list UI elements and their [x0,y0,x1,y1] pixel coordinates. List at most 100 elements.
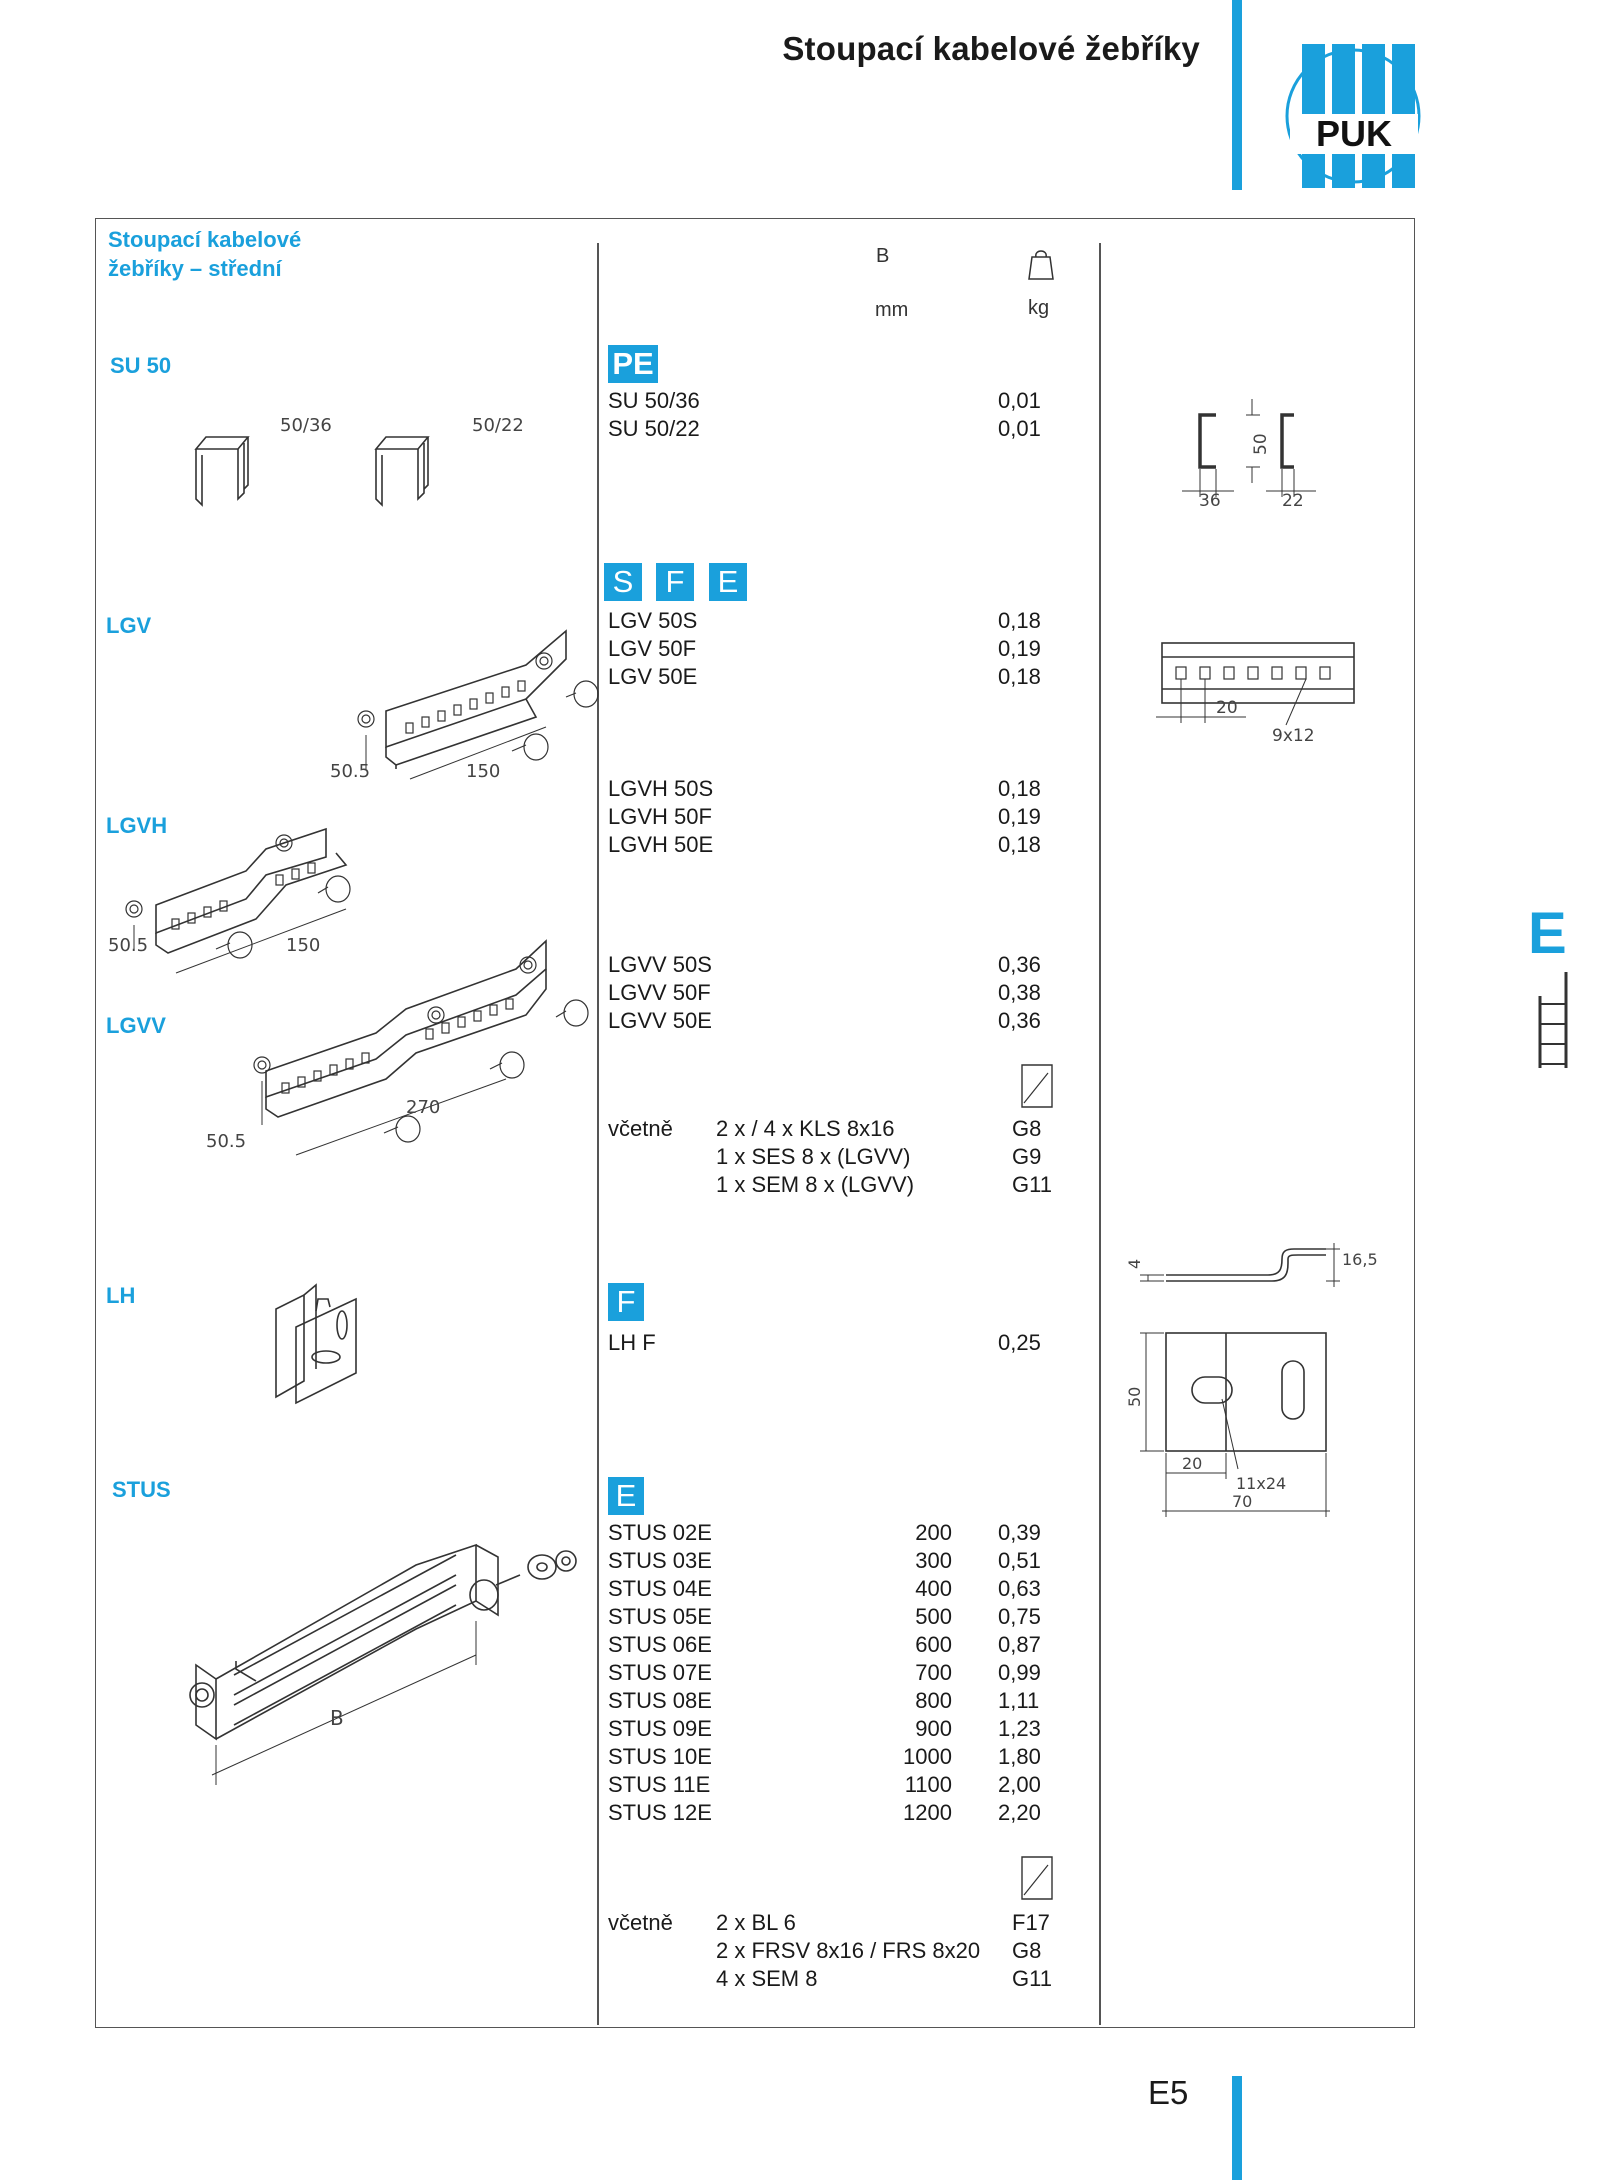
drawing-label: 50/36 [280,415,332,436]
badge-pe: PE [608,345,658,383]
table-row: STUS 12E [608,1800,712,1825]
column-header-kg: kg [1028,297,1050,319]
table-row: LGVH 50F [608,804,712,829]
drawing-label: 270 [406,1097,440,1118]
table-cell-kg: 0,25 [998,1330,1041,1355]
stus-drawing: B [189,1543,577,1785]
drawing-label: 50.5 [206,1131,246,1152]
table-cell-b: 800 [915,1688,952,1713]
lh-drawing [275,1283,357,1405]
table-row: LGVV 50F [608,980,711,1005]
table-cell-kg: 1,80 [998,1744,1041,1769]
table-cell-b: 200 [915,1520,952,1545]
puk-logo: PUK [1285,44,1421,188]
table-cell-kg: 1,23 [998,1716,1041,1741]
including-label: včetně [608,1910,673,1935]
section-title-line2: žebříky – střední [108,256,282,281]
table-row: STUS 06E [608,1632,712,1657]
product-label-lgvv: LGVV [106,1013,166,1038]
table-cell-kg: 0,39 [998,1520,1041,1545]
dimension-label: 20 [1216,698,1238,718]
weight-icon [1028,250,1054,280]
table-cell-kg: 0,51 [998,1548,1041,1573]
table-cell-b: 600 [915,1632,952,1657]
lh-dimension-drawing: 4 16,5 50 20 11x24 70 [1125,1243,1378,1517]
table-cell-kg: 0,38 [998,980,1041,1005]
including-ref: G9 [1012,1144,1042,1169]
including-ref: G11 [1012,1172,1052,1197]
table-row: STUS 10E [608,1744,712,1769]
table-cell-kg: 0,36 [998,1008,1041,1033]
table-row: STUS 02E [608,1520,712,1545]
badge-f-lh: F [608,1283,644,1321]
table-row: STUS 07E [608,1660,712,1685]
table-row: LGVH 50S [608,776,714,801]
including-item: 2 x FRSV 8x16 / FRS 8x20 [716,1938,981,1963]
lgv-drawing: 50.5 150 [330,629,599,782]
table-cell-kg: 1,11 [998,1688,1040,1713]
badge-s: S [604,563,642,601]
header-accent-bar [1232,0,1242,190]
table-cell-b: 900 [915,1716,952,1741]
table-cell-kg: 0,01 [998,388,1041,413]
product-label-su50: SU 50 [110,353,172,378]
table-row: STUS 04E [608,1576,712,1601]
including-item: 1 x SES 8 x (LGVV) [716,1144,911,1169]
badge-e: E [709,563,747,601]
table-cell-kg: 0,19 [998,804,1041,829]
lgv-dimension-drawing: 20 9x12 [1156,642,1355,746]
product-label-stus: STUS [112,1477,171,1502]
table-row: LGV 50S [608,608,698,633]
product-label-lgvh: LGVH [106,813,168,838]
table-cell-kg: 2,20 [998,1800,1041,1825]
dimension-label: 11x24 [1236,1474,1286,1493]
table-cell-b: 1000 [903,1744,952,1769]
badge-e-stus: E [608,1477,644,1515]
footer-accent-bar [1232,2076,1242,2180]
table-row: LGV 50F [608,636,697,661]
drawing-label: 50/22 [472,415,524,436]
dimension-label: 50 [1125,1387,1144,1407]
including-ref: G11 [1012,1966,1052,1991]
including-ref: G8 [1012,1116,1042,1141]
table-row: SU 50/22 [608,416,700,441]
table-cell-kg: 2,00 [998,1772,1041,1797]
table-cell-kg: 0,18 [998,608,1041,633]
table-cell-b: 500 [915,1604,952,1629]
page-number: E5 [1148,2074,1189,2111]
table-cell-b: 400 [915,1576,952,1601]
logo-text: PUK [1316,113,1392,154]
dimension-label: 20 [1182,1454,1202,1473]
table-row: STUS 08E [608,1688,712,1713]
dimension-label: 22 [1282,491,1304,511]
table-row: LGV 50E [608,664,698,689]
column-divider-right [1099,243,1101,2025]
including-item: 2 x BL 6 [716,1910,796,1935]
catalog-table: Stoupací kabelové žebříky – střední B mm… [95,218,1415,2028]
dimension-label: 70 [1232,1492,1252,1511]
lgvv-drawing: 50.5 270 [206,939,589,1156]
product-label-lh: LH [106,1283,136,1308]
table-cell-kg: 0,18 [998,664,1041,689]
table-cell-b: 300 [915,1548,952,1573]
including-item: 2 x / 4 x KLS 8x16 [716,1116,895,1141]
badge-f: F [656,563,694,601]
table-row: SU 50/36 [608,388,700,413]
page-title: Stoupací kabelové žebříky [782,30,1200,67]
including-label: včetně [608,1116,673,1141]
document-ref-icon [1021,1064,1053,1108]
ladder-icon [1538,972,1568,1068]
dimension-label: 4 [1125,1259,1144,1269]
dimension-label: 50 [1251,433,1271,455]
including-ref: G8 [1012,1938,1042,1963]
table-cell-b: 1100 [904,1772,952,1797]
table-row: STUS 09E [608,1716,712,1741]
table-cell-kg: 0,18 [998,832,1041,857]
document-ref-icon [1021,1856,1053,1900]
product-label-lgv: LGV [106,613,152,638]
side-tab-letter: E [1528,901,1567,966]
drawing-label: 150 [466,761,500,782]
table-cell-kg: 0,87 [998,1632,1041,1657]
table-cell-kg: 0,75 [998,1604,1041,1629]
table-row: STUS 03E [608,1548,712,1573]
